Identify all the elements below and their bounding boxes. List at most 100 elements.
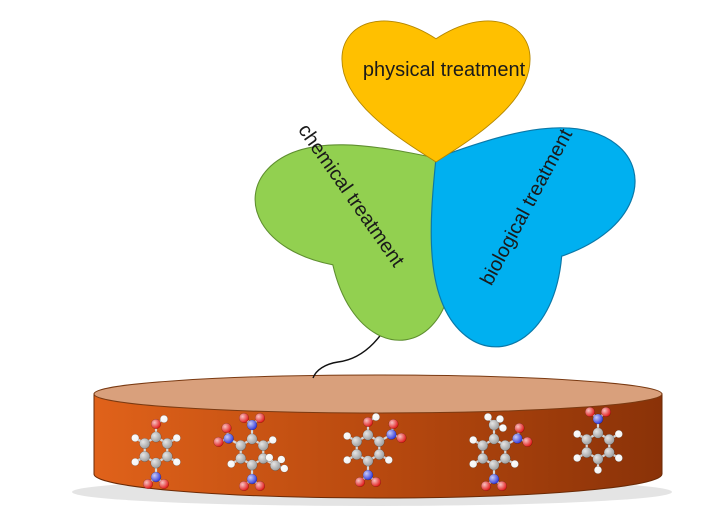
atom-highlight: [522, 437, 533, 447]
atom-highlight: [469, 460, 478, 468]
atom-highlight: [386, 429, 397, 440]
atom-highlight: [160, 415, 168, 423]
atom-highlight: [151, 472, 161, 482]
atom-highlight: [510, 460, 519, 468]
atom-highlight: [497, 481, 507, 491]
biological-leaf: [430, 127, 636, 348]
atom-highlight: [150, 431, 162, 443]
atom-highlight: [514, 423, 525, 433]
atom-highlight: [488, 459, 500, 471]
atom-highlight: [592, 453, 604, 465]
atom-highlight: [594, 466, 602, 474]
atom-highlight: [151, 419, 161, 429]
atom-highlight: [374, 449, 385, 460]
atom-highlight: [143, 479, 153, 489]
atom-highlight: [581, 434, 592, 445]
atom-highlight: [246, 459, 258, 471]
atom-highlight: [131, 434, 140, 442]
atom-highlight: [172, 458, 181, 466]
atom-highlight: [355, 477, 365, 487]
atom-highlight: [585, 407, 595, 417]
atom-highlight: [131, 458, 140, 466]
molecules: [131, 406, 623, 492]
atom-highlight: [150, 457, 162, 469]
atom-highlight: [573, 430, 582, 438]
atom-highlight: [351, 436, 362, 447]
dish-top: [93, 374, 663, 414]
atom-highlight: [614, 430, 623, 438]
atom-highlight: [255, 413, 265, 423]
atom-highlight: [488, 419, 500, 431]
physical-leaf: [341, 20, 531, 163]
physical-leaf-shape: [341, 20, 531, 163]
atom-highlight: [172, 434, 181, 442]
atom-highlight: [573, 454, 582, 462]
atom-highlight: [139, 451, 150, 462]
atom-highlight: [614, 454, 623, 462]
molecule-dinitrotoluene-1: [213, 412, 289, 492]
atom-highlight: [371, 477, 381, 487]
atom-highlight: [213, 437, 224, 447]
atom-highlight: [604, 434, 615, 445]
atom-highlight: [499, 424, 507, 432]
atom-highlight: [496, 415, 504, 423]
atom-highlight: [362, 455, 374, 467]
atom-highlight: [488, 433, 500, 445]
atom-highlight: [162, 438, 173, 449]
atom-highlight: [372, 413, 380, 421]
atom-highlight: [270, 460, 281, 471]
atom-highlight: [239, 481, 249, 491]
atom-highlight: [384, 456, 393, 464]
atom-highlight: [351, 449, 362, 460]
atom-highlight: [265, 453, 274, 462]
atom-highlight: [581, 447, 592, 458]
atom-highlight: [363, 470, 373, 480]
atom-highlight: [362, 429, 374, 441]
atom-highlight: [604, 447, 615, 458]
atom-highlight: [481, 481, 491, 491]
atom-highlight: [246, 433, 258, 445]
molecule-nitrobenzene: [573, 406, 623, 475]
atom-highlight: [469, 436, 478, 444]
atom-highlight: [247, 474, 257, 484]
atom-highlight: [258, 440, 269, 451]
atom-highlight: [477, 453, 488, 464]
atom-highlight: [239, 413, 249, 423]
atom-highlight: [227, 460, 236, 468]
atom-highlight: [258, 453, 269, 464]
atom-highlight: [592, 427, 604, 439]
physical-treatment-label: physical treatment: [363, 59, 526, 81]
atom-highlight: [374, 436, 385, 447]
atom-highlight: [477, 440, 488, 451]
atom-highlight: [235, 440, 246, 451]
atom-highlight: [484, 413, 492, 421]
atom-highlight: [277, 455, 286, 464]
atom-highlight: [601, 407, 611, 417]
atom-highlight: [343, 432, 352, 440]
atom-highlight: [500, 440, 511, 451]
atom-highlight: [223, 433, 234, 444]
molecule-nitrophenol: [131, 414, 181, 490]
molecule-dinitrophenol: [343, 412, 407, 488]
atom-highlight: [255, 481, 265, 491]
atom-highlight: [593, 414, 603, 424]
atom-highlight: [512, 433, 523, 444]
atom-highlight: [500, 453, 511, 464]
atom-highlight: [363, 417, 373, 427]
atom-highlight: [247, 420, 257, 430]
atom-highlight: [162, 451, 173, 462]
atom-highlight: [268, 436, 277, 444]
atom-highlight: [489, 474, 499, 484]
molecule-dinitrotoluene-2: [469, 412, 533, 492]
atom-highlight: [221, 423, 232, 433]
atom-highlight: [159, 479, 169, 489]
atom-highlight: [396, 433, 407, 443]
atom-highlight: [280, 464, 289, 473]
atom-highlight: [388, 419, 399, 429]
atom-highlight: [139, 438, 150, 449]
atom-highlight: [343, 456, 352, 464]
biological-leaf-shape: [430, 127, 636, 348]
atom-highlight: [235, 453, 246, 464]
